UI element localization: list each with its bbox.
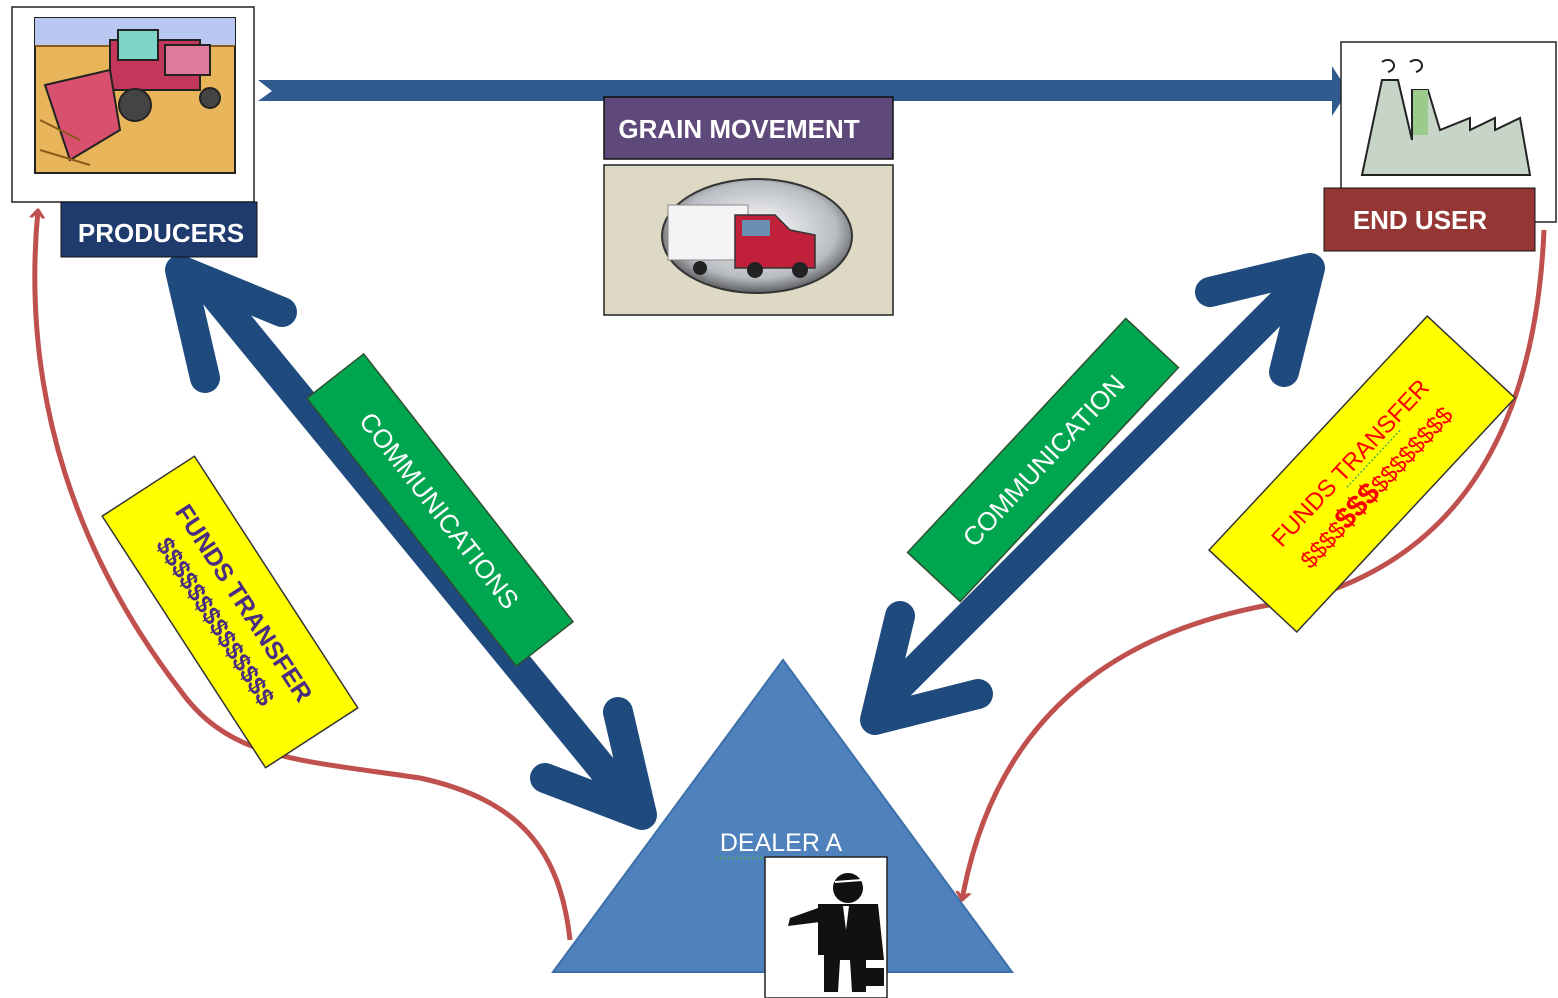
funds-transfer-left-box: FUNDS TRANSFER $$$$$$$$$$$$$$ [101,455,359,769]
producers-dealer-double-arrow [165,255,657,830]
grain-movement-label: GRAIN MOVEMENT [618,114,859,144]
grain-movement-arrow [258,66,1348,116]
enduser-dealer-double-arrow [860,253,1325,735]
producers-label-box [60,201,258,258]
funds-flow-left-curve [35,210,573,941]
producers-label: PRODUCERS [78,218,244,248]
grain-movement-node: GRAIN MOVEMENT [603,96,894,316]
businessman-icon [764,856,888,998]
communications-left-box: COMMUNICATIONS [305,352,575,668]
factory-icon [1360,59,1532,176]
end-user-node: END USER [1323,41,1557,252]
end-user-label-box [1323,187,1536,252]
funds-transfer-right-box: FUNDS TRANSFER $$$$$$$$$$$$$$$ [1207,315,1517,633]
dealer-label: DEALER A [720,829,843,857]
end-user-label: END USER [1353,205,1488,235]
grain-movement-label-box [603,96,894,160]
combine-harvester-icon [34,17,236,174]
semi-truck-icon [661,178,853,294]
dealer-node: DEALER A [551,658,1014,998]
producers-node: PRODUCERS [11,6,258,258]
